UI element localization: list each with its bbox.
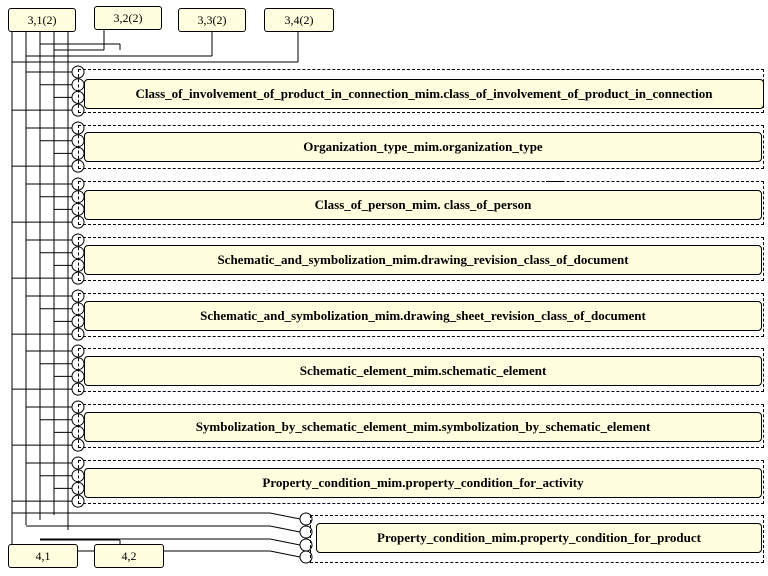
group-frame (310, 515, 764, 563)
page-ref-3-3[interactable]: 3,3(2) (178, 8, 246, 32)
entity-schematic-element[interactable]: Schematic_element_mim.schematic_element (84, 356, 762, 386)
group-frame (78, 181, 764, 225)
page-ref-3-4[interactable]: 3,4(2) (264, 8, 334, 32)
group-frame (78, 293, 764, 337)
group-frame (78, 237, 764, 281)
entity-class-of-involvement-of-product-in-connection[interactable]: Class_of_involvement_of_product_in_conne… (84, 79, 764, 109)
group-frame (78, 460, 764, 504)
group-frame (78, 348, 764, 392)
page-ref-4-2[interactable]: 4,2 (94, 544, 164, 568)
connector-circle (299, 525, 313, 539)
page-ref-3-2[interactable]: 3,2(2) (94, 6, 162, 30)
group-frame (78, 125, 764, 169)
entity-class-of-person[interactable]: Class_of_person_mim. class_of_person (84, 190, 762, 220)
entity-symbolization-by-schematic-element[interactable]: Symbolization_by_schematic_element_mim.s… (84, 412, 762, 442)
entity-property-condition-for-activity[interactable]: Property_condition_mim.property_conditio… (84, 468, 762, 498)
connector-line (269, 525, 301, 533)
entity-organization-type[interactable]: Organization_type_mim.organization_type (84, 132, 762, 162)
connector-line (269, 538, 301, 546)
page-ref-3-1[interactable]: 3,1(2) (8, 8, 76, 32)
connector-line (269, 512, 301, 520)
group-frame (78, 404, 764, 448)
connector-circle (299, 550, 313, 564)
page-ref-4-1[interactable]: 4,1 (8, 544, 78, 568)
entity-drawing-revision-class-of-document[interactable]: Schematic_and_symbolization_mim.drawing_… (84, 245, 762, 275)
small-mark (546, 181, 564, 182)
connector-circle (299, 512, 313, 526)
entity-property-condition-for-product[interactable]: Property_condition_mim.property_conditio… (316, 523, 762, 553)
entity-drawing-sheet-revision-class-of-document[interactable]: Schematic_and_symbolization_mim.drawing_… (84, 301, 762, 331)
connector-line (269, 550, 301, 558)
